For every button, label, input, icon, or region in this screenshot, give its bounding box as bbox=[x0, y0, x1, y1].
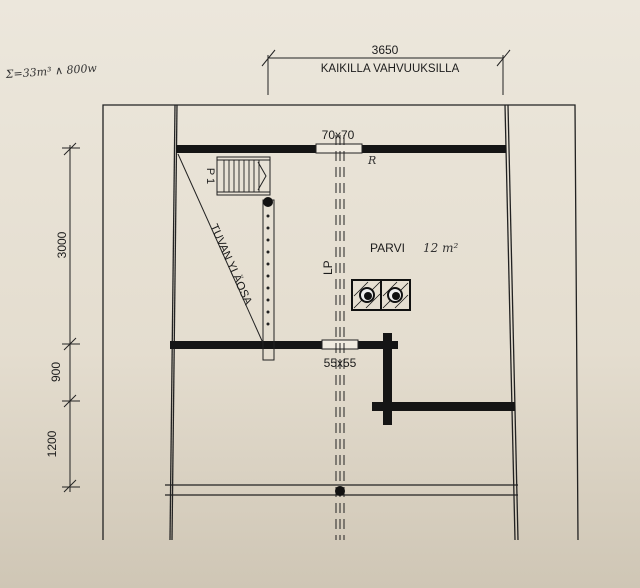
opening-label-70x70: 70x70 bbox=[322, 128, 355, 142]
railing bbox=[262, 197, 275, 361]
void-label: TUVAN YLÄOSA bbox=[207, 222, 254, 307]
mark-r: R bbox=[367, 154, 376, 167]
dimension-3650: 3650 bbox=[372, 43, 399, 57]
post-marker bbox=[335, 486, 345, 496]
void-diagonal bbox=[177, 153, 264, 344]
room-name: PARVI bbox=[370, 241, 405, 255]
dimension-note: KAIKILLA VAHVUUKSILLA bbox=[321, 63, 460, 75]
walls bbox=[170, 145, 515, 425]
building-outline bbox=[102, 104, 579, 541]
top-dimension bbox=[261, 49, 511, 95]
stair bbox=[216, 156, 271, 196]
centerline-label: LP bbox=[321, 260, 335, 275]
dimension-3000: 3000 bbox=[55, 231, 69, 258]
handwritten-note: Σ=33m³ ∧ 800w bbox=[4, 62, 98, 81]
chimney bbox=[351, 279, 411, 311]
dimension-1200: 1200 bbox=[45, 430, 59, 457]
dimension-900: 900 bbox=[49, 362, 63, 382]
left-dimension bbox=[62, 142, 80, 493]
stair-label: P 1 bbox=[204, 168, 216, 184]
room-area: 12 m² bbox=[423, 241, 458, 255]
centerline bbox=[335, 135, 345, 540]
opening-70x70 bbox=[315, 143, 363, 154]
